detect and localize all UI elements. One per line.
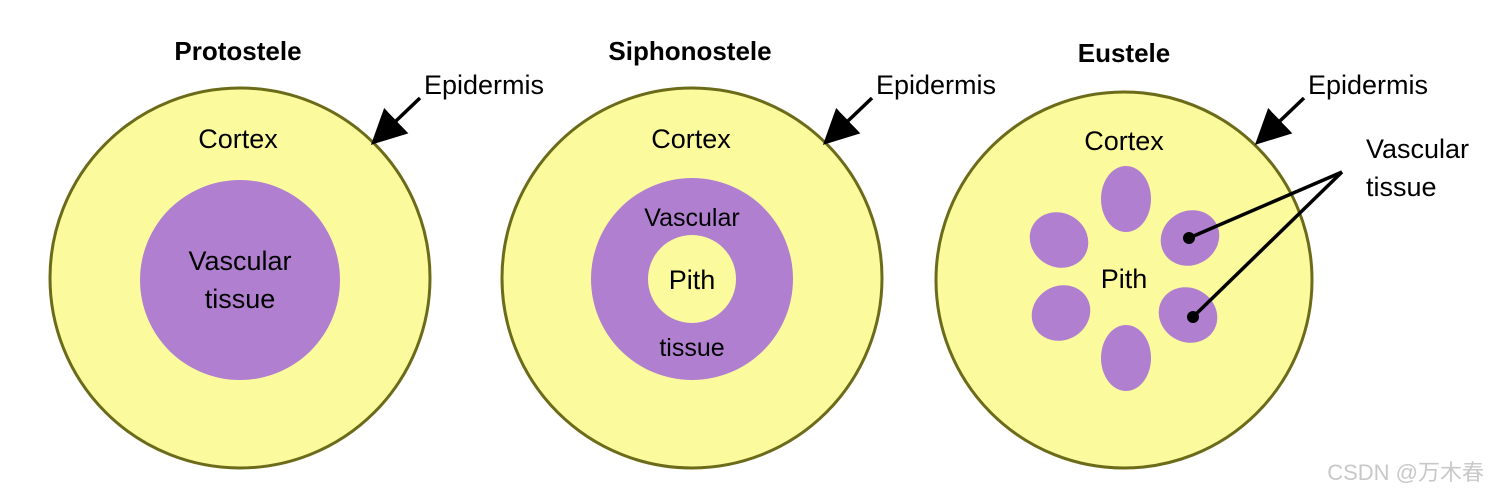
eustele-cortex-circle [934, 90, 1314, 470]
watermark-text: CSDN @万木春 [1327, 460, 1484, 485]
siphonostele-pith-label: Pith [669, 265, 716, 295]
protostele-vascular-label-line1: Vascular [188, 246, 291, 276]
protostele-panel: Protostele Cortex Vascular tissue Epider… [48, 36, 544, 470]
eustele-epidermis-arrow [1254, 96, 1306, 145]
protostele-cortex-label: Cortex [198, 124, 278, 154]
eustele-vascular-pointer-dot-lower [1187, 311, 1199, 323]
eustele-vascular-label-line2: tissue [1366, 172, 1437, 202]
eustele-pith-label: Pith [1101, 264, 1148, 294]
siphonostele-vascular-label-bottom: tissue [659, 334, 724, 362]
eustele-vascular-bundle-bottom [1101, 325, 1151, 391]
eustele-vascular-bundle-upper-left [1029, 212, 1089, 268]
protostele-vascular-core [140, 180, 340, 380]
siphonostele-pith-circle [648, 235, 736, 323]
eustele-vascular-bundle-top [1101, 166, 1151, 232]
eustele-vascular-pointer-lower [1191, 170, 1344, 319]
protostele-title: Protostele [174, 36, 301, 66]
siphonostele-title: Siphonostele [608, 36, 771, 66]
siphonostele-epidermis-label: Epidermis [876, 70, 996, 100]
eustele-vascular-pointer-dot-upper [1183, 232, 1195, 244]
eustele-title: Eustele [1078, 38, 1171, 68]
siphonostele-cortex-label: Cortex [651, 124, 731, 154]
protostele-epidermis-arrow [370, 96, 422, 145]
eustele-epidermis-label: Epidermis [1308, 70, 1428, 100]
siphonostele-epidermis-arrow [822, 96, 874, 145]
siphonostele-panel: Siphonostele Cortex Vascular Pith tissue… [500, 36, 996, 470]
protostele-vascular-label-line2: tissue [205, 284, 276, 314]
eustele-panel: Eustele Cortex Pith Epidermis Vascular t… [934, 38, 1469, 470]
siphonostele-vascular-label-top: Vascular [644, 204, 739, 232]
eustele-vascular-bundle-lower-left [1031, 285, 1091, 341]
eustele-cortex-label: Cortex [1084, 126, 1164, 156]
protostele-epidermis-label: Epidermis [424, 70, 544, 100]
eustele-vascular-pointer-upper [1188, 170, 1343, 240]
eustele-vascular-label-line1: Vascular [1366, 134, 1469, 164]
